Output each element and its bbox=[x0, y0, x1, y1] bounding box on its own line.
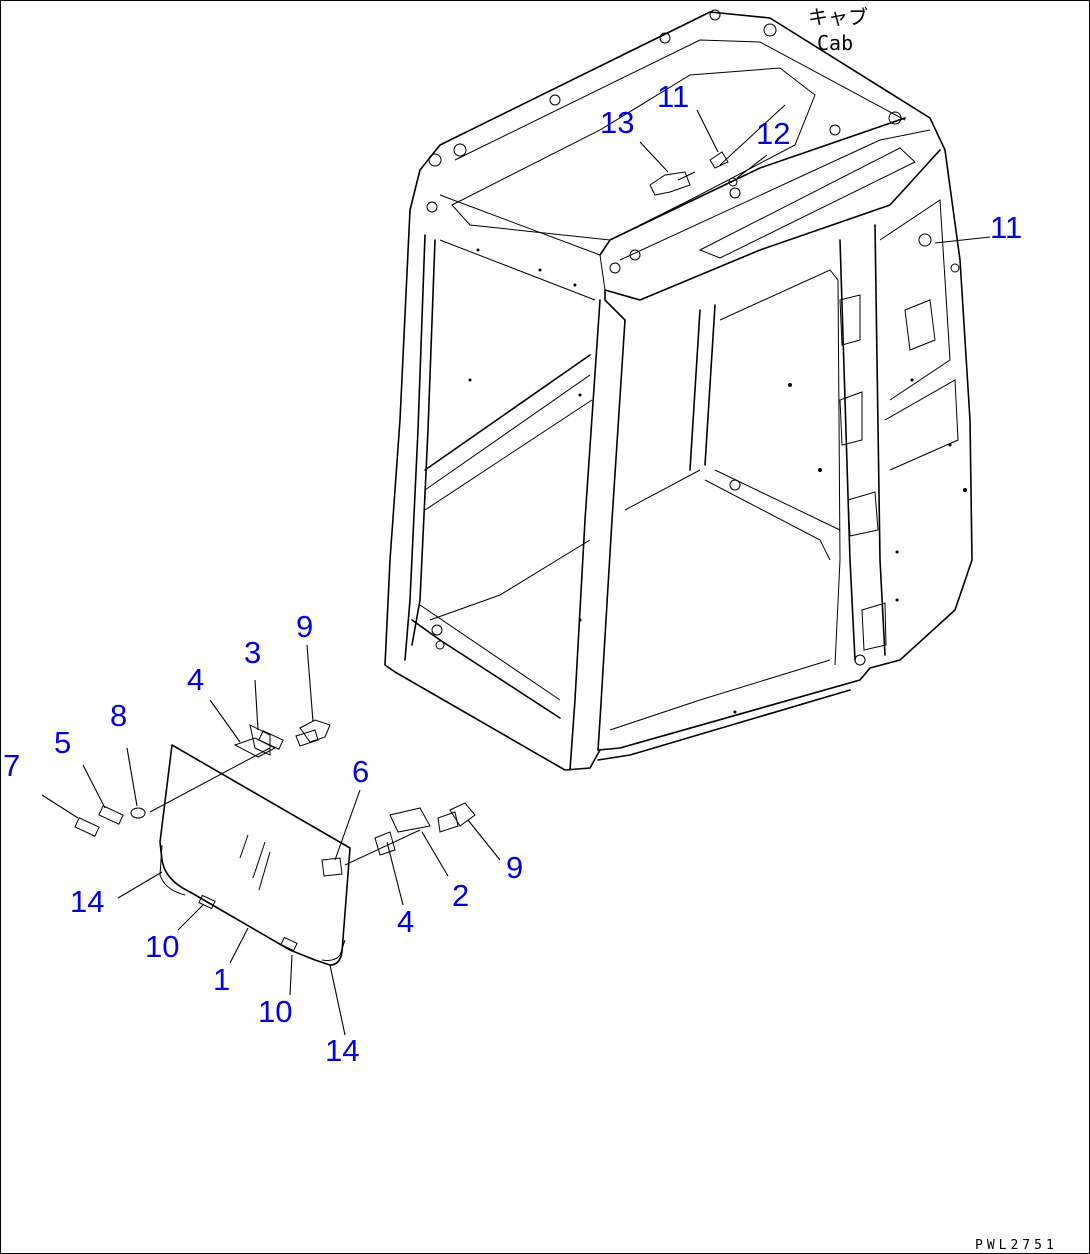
callout-14-left: 14 bbox=[70, 884, 104, 919]
callout-11-side: 11 bbox=[990, 210, 1022, 245]
callout-10-left: 10 bbox=[145, 929, 179, 964]
callout-5: 5 bbox=[54, 725, 71, 760]
cab-label-jp: キャブ bbox=[808, 5, 868, 29]
callout-11-roof: 11 bbox=[657, 79, 689, 114]
callout-13: 13 bbox=[600, 105, 634, 140]
callout-9-upper: 9 bbox=[296, 609, 313, 644]
callout-labels: 7 5 8 4 3 9 6 9 2 4 14 10 1 10 14 13 11 … bbox=[3, 79, 1022, 1068]
callout-7: 7 bbox=[3, 748, 20, 783]
callout-2: 2 bbox=[452, 878, 469, 913]
window-glass-assembly bbox=[41, 644, 501, 1036]
callout-6: 6 bbox=[352, 754, 369, 789]
callout-4-upper: 4 bbox=[187, 662, 204, 697]
callout-10-right: 10 bbox=[258, 994, 292, 1029]
callout-1: 1 bbox=[213, 962, 230, 997]
cab-frame bbox=[384, 9, 973, 771]
callout-8: 8 bbox=[110, 698, 127, 733]
callout-4-right: 4 bbox=[397, 904, 414, 939]
drawing-reference: PWL2751 bbox=[975, 1238, 1058, 1253]
callout-12: 12 bbox=[756, 116, 790, 151]
callout-3: 3 bbox=[244, 635, 261, 670]
roof-hardware bbox=[639, 104, 991, 244]
callout-14-right: 14 bbox=[325, 1033, 359, 1068]
cab-label-en: Cab bbox=[817, 31, 853, 55]
callout-9-right: 9 bbox=[506, 850, 523, 885]
